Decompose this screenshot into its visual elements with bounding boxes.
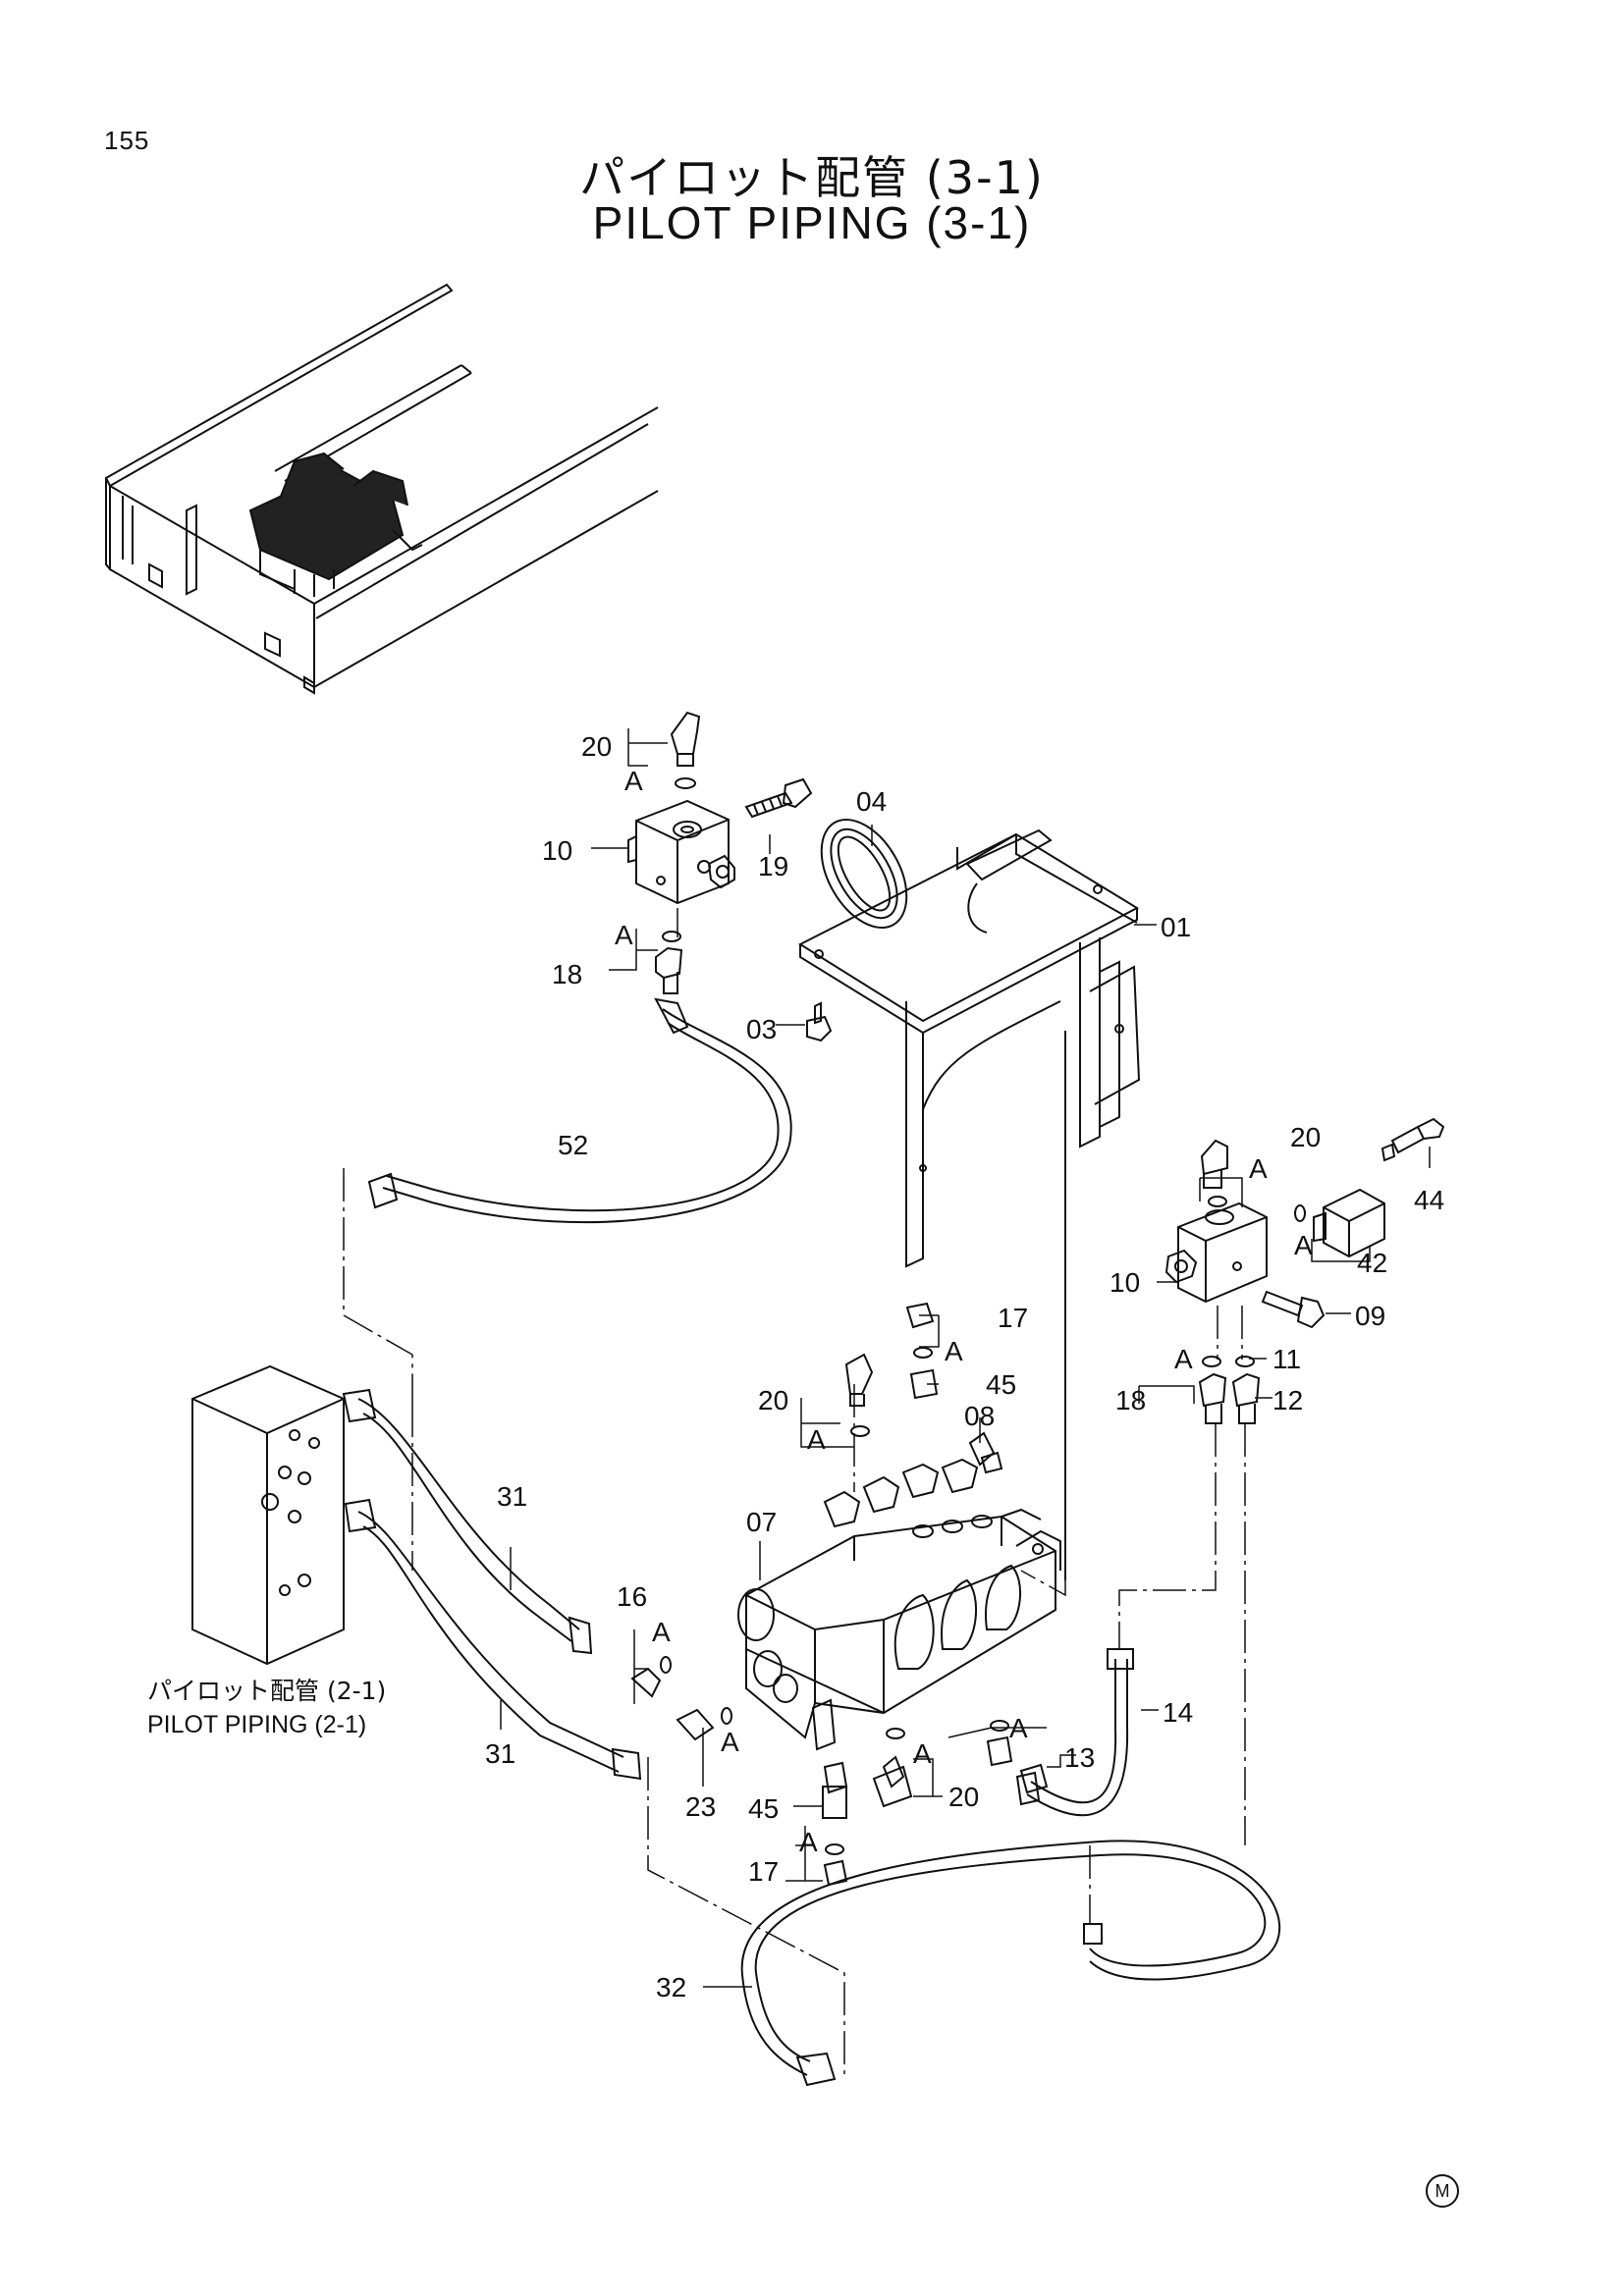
part-label: 42 [1357, 1248, 1387, 1278]
page-title-japanese: パイロット配管 (3-1) [579, 151, 1045, 204]
part-label: 07 [746, 1507, 777, 1537]
upper-elbow-fitting [670, 711, 701, 789]
callout-a: A [624, 766, 643, 796]
part-label: 10 [542, 835, 572, 866]
callout-a: A [799, 1827, 818, 1857]
reference-label-japanese: パイロット配管 (2-1) [147, 1677, 387, 1705]
part-label: 20 [948, 1782, 979, 1812]
control-valve-thumbnail [248, 452, 423, 597]
callout-a: A [1249, 1153, 1268, 1184]
upper-adapter-18 [655, 931, 683, 994]
hose-52 [367, 997, 792, 1224]
page-number: 155 [104, 126, 150, 155]
upper-valve-block [627, 799, 735, 905]
part-label: 10 [1110, 1267, 1140, 1298]
part-label: 13 [1064, 1742, 1095, 1773]
part-label: 04 [856, 786, 887, 817]
reference-block-2-1 [191, 1364, 345, 1666]
control-valve-07 [737, 1458, 1061, 1751]
part-label: 03 [746, 1014, 777, 1044]
valve-fittings [630, 1302, 1049, 1887]
leader-lines [500, 728, 1431, 1988]
part-label: 17 [748, 1856, 779, 1887]
callout-a: A [807, 1424, 826, 1455]
callout-a: A [721, 1727, 739, 1757]
part-label: 32 [656, 1972, 686, 2002]
bolt-19 [744, 777, 813, 819]
part-label: 16 [617, 1581, 647, 1612]
part-label: 44 [1414, 1185, 1444, 1215]
mounting-bracket [797, 828, 1141, 1580]
part-label: 11 [1272, 1344, 1301, 1374]
right-valve-block [1164, 1201, 1268, 1304]
right-elbow-fitting [1200, 1139, 1228, 1207]
part-label: 01 [1161, 912, 1191, 942]
plug-44 [1380, 1117, 1445, 1162]
hose-31-lower [344, 1498, 642, 1781]
part-label: 19 [758, 851, 788, 881]
part-label: 45 [748, 1793, 779, 1824]
reference-label-english: PILOT PIPING (2-1) [147, 1711, 367, 1738]
grommet-04 [820, 819, 908, 929]
callout-a: A [1174, 1344, 1193, 1374]
bolt-09 [1261, 1290, 1326, 1329]
part-label: 08 [964, 1401, 995, 1431]
hose-32 [740, 1840, 1281, 2087]
callout-a: A [652, 1617, 671, 1647]
part-label: 31 [485, 1738, 515, 1769]
part-label: 20 [758, 1385, 788, 1415]
part-labels: 20 A 10 19 04 01 A 18 03 52 20 A 44 A 42… [485, 731, 1444, 2002]
page-title-english: PILOT PIPING (3-1) [592, 197, 1032, 248]
part-label: 12 [1272, 1385, 1303, 1415]
bolt-03 [806, 1001, 833, 1042]
callout-a: A [945, 1336, 963, 1366]
pressure-switch-42 [1294, 1188, 1385, 1258]
callout-a: A [615, 920, 633, 950]
part-label: 20 [581, 731, 612, 762]
chain-lines [343, 908, 1246, 2076]
part-label: 18 [1115, 1385, 1146, 1415]
hose-14 [1015, 1648, 1134, 1817]
part-label: 20 [1290, 1122, 1321, 1152]
callout-a: A [1294, 1230, 1313, 1260]
hose-31-upper [342, 1388, 593, 1655]
manufacturer-mark-icon: M [1426, 2174, 1459, 2208]
part-label: 45 [986, 1369, 1016, 1400]
part-label: 31 [497, 1481, 527, 1512]
part-label: 52 [558, 1130, 588, 1160]
machine-frame-overview [104, 283, 659, 695]
callout-a: A [1009, 1713, 1028, 1743]
right-adapters [1198, 1356, 1261, 1424]
part-label: 23 [685, 1791, 716, 1822]
part-label: 18 [552, 959, 582, 989]
part-label: 17 [998, 1303, 1028, 1333]
part-label: 14 [1163, 1697, 1193, 1728]
part-label: 09 [1355, 1301, 1385, 1331]
callout-a: A [913, 1738, 932, 1769]
